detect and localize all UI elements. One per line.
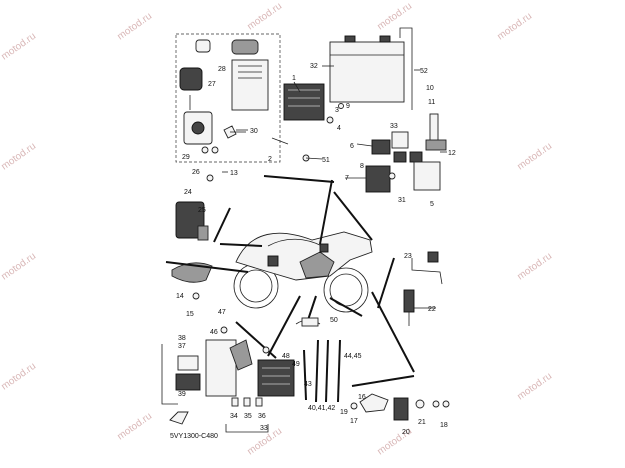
- left-parts: [171, 174, 214, 300]
- part-label: 14: [176, 293, 184, 300]
- part-label: 48: [282, 353, 290, 360]
- tool-grip: [169, 411, 189, 425]
- battery-group: [271, 27, 447, 193]
- part-label: 11: [428, 99, 435, 106]
- relay-39: [175, 373, 201, 391]
- lock-barrel: [191, 121, 205, 135]
- flasher-relay: [413, 161, 441, 191]
- part-label: 43: [304, 381, 312, 388]
- part-label: 30: [250, 128, 258, 135]
- watermark: motod.ru: [115, 411, 154, 443]
- part-label: 22: [428, 306, 436, 313]
- resistor-24: [175, 201, 205, 239]
- part-label: 15: [186, 311, 194, 318]
- ecu-33: [257, 359, 295, 397]
- part-label: 36: [258, 413, 266, 420]
- part-label: 47: [218, 309, 226, 316]
- part-label: 21: [418, 419, 426, 426]
- stand-switch: [393, 397, 409, 421]
- battery-band: [399, 27, 413, 110]
- part-label: 24: [184, 189, 192, 196]
- part-label: 13: [230, 170, 238, 177]
- part-label: 46: [210, 329, 218, 336]
- engine: [299, 251, 335, 279]
- part-label: 38: [178, 335, 186, 342]
- part-label: 23: [404, 253, 412, 260]
- watermark: motod.ru: [515, 251, 554, 283]
- switch-cover: [231, 39, 259, 55]
- watermark: motod.ru: [0, 141, 38, 173]
- leader-lines: [165, 175, 415, 387]
- watermark: motod.ru: [0, 251, 38, 283]
- part-label: 52: [420, 68, 428, 75]
- part-label: 8: [360, 163, 364, 170]
- part-label: 3: [335, 107, 339, 114]
- part-label: 18: [440, 422, 448, 429]
- bottom-left-group: [161, 326, 295, 433]
- callout-lines: [222, 65, 447, 309]
- starter-relay: [365, 165, 391, 193]
- part-label: 10: [426, 85, 434, 92]
- watermark: motod.ru: [495, 11, 534, 43]
- sensor-group: [403, 251, 443, 326]
- part-label: 34: [230, 413, 238, 420]
- rear-wheel: [323, 267, 369, 313]
- motorcycle: [233, 231, 373, 313]
- bottom-right-group: [350, 393, 450, 421]
- part-label: 7: [345, 175, 349, 182]
- part-label: 25: [198, 207, 206, 214]
- clamp-50: [301, 317, 319, 327]
- key-cylinder-cap: [195, 39, 211, 53]
- main-switch-body: [179, 67, 203, 91]
- diagram-code: 5VY1300-C480: [170, 433, 218, 440]
- watermark: motod.ru: [245, 1, 284, 33]
- part-label: 33: [390, 123, 398, 130]
- group-frame: [175, 33, 281, 163]
- watermark: motod.ru: [515, 371, 554, 403]
- watermark: motod.ru: [515, 141, 554, 173]
- watermark: motod.ru: [0, 361, 38, 393]
- part-label: 12: [448, 150, 456, 157]
- part-label: 40,41,42: [308, 405, 335, 412]
- ignition-group: [175, 33, 281, 163]
- watermark: motod.ru: [115, 11, 154, 43]
- part-label: 44,45: [344, 353, 362, 360]
- watermark: motod.ru: [0, 31, 38, 63]
- part-label: 19: [340, 409, 348, 416]
- part-label: 16: [358, 394, 366, 401]
- part-label: 5: [430, 201, 434, 208]
- part-label: 51: [322, 157, 330, 164]
- fuse-bolt: [429, 113, 439, 143]
- part-label: 50: [330, 317, 338, 324]
- part-label: 6: [350, 143, 354, 150]
- relay-33: [391, 131, 409, 149]
- neutral-switch: [403, 289, 415, 313]
- part-label: 35: [244, 413, 252, 420]
- part-label: 29: [182, 154, 190, 161]
- ecu-box: [231, 59, 269, 111]
- part-label: 49: [292, 361, 300, 368]
- part-label: 39: [178, 391, 186, 398]
- part-label: 33: [260, 425, 268, 432]
- part-label: 37: [178, 343, 186, 350]
- part-label: 26: [192, 169, 200, 176]
- relay-37: [177, 355, 199, 371]
- part-label: 27: [208, 81, 216, 88]
- bottom-center-group: [295, 317, 341, 403]
- relay-6: [371, 139, 391, 155]
- part-label: 28: [218, 66, 226, 73]
- rectifier-regulator: [283, 83, 325, 121]
- part-label: 4: [337, 125, 341, 132]
- part-label: 2: [268, 156, 272, 163]
- part-label: 20: [402, 429, 410, 436]
- part-labels: 1 2 3 4 5 6 7 8 9 10 11 12 13 14 15 16 1…: [170, 63, 456, 440]
- part-label: 31: [398, 197, 406, 204]
- battery: [329, 41, 405, 103]
- part-label: 17: [350, 418, 358, 425]
- part-label: 32: [310, 63, 318, 70]
- stand-bracket: [359, 393, 389, 413]
- part-label: 9: [346, 103, 350, 110]
- part-label: 1: [292, 75, 296, 82]
